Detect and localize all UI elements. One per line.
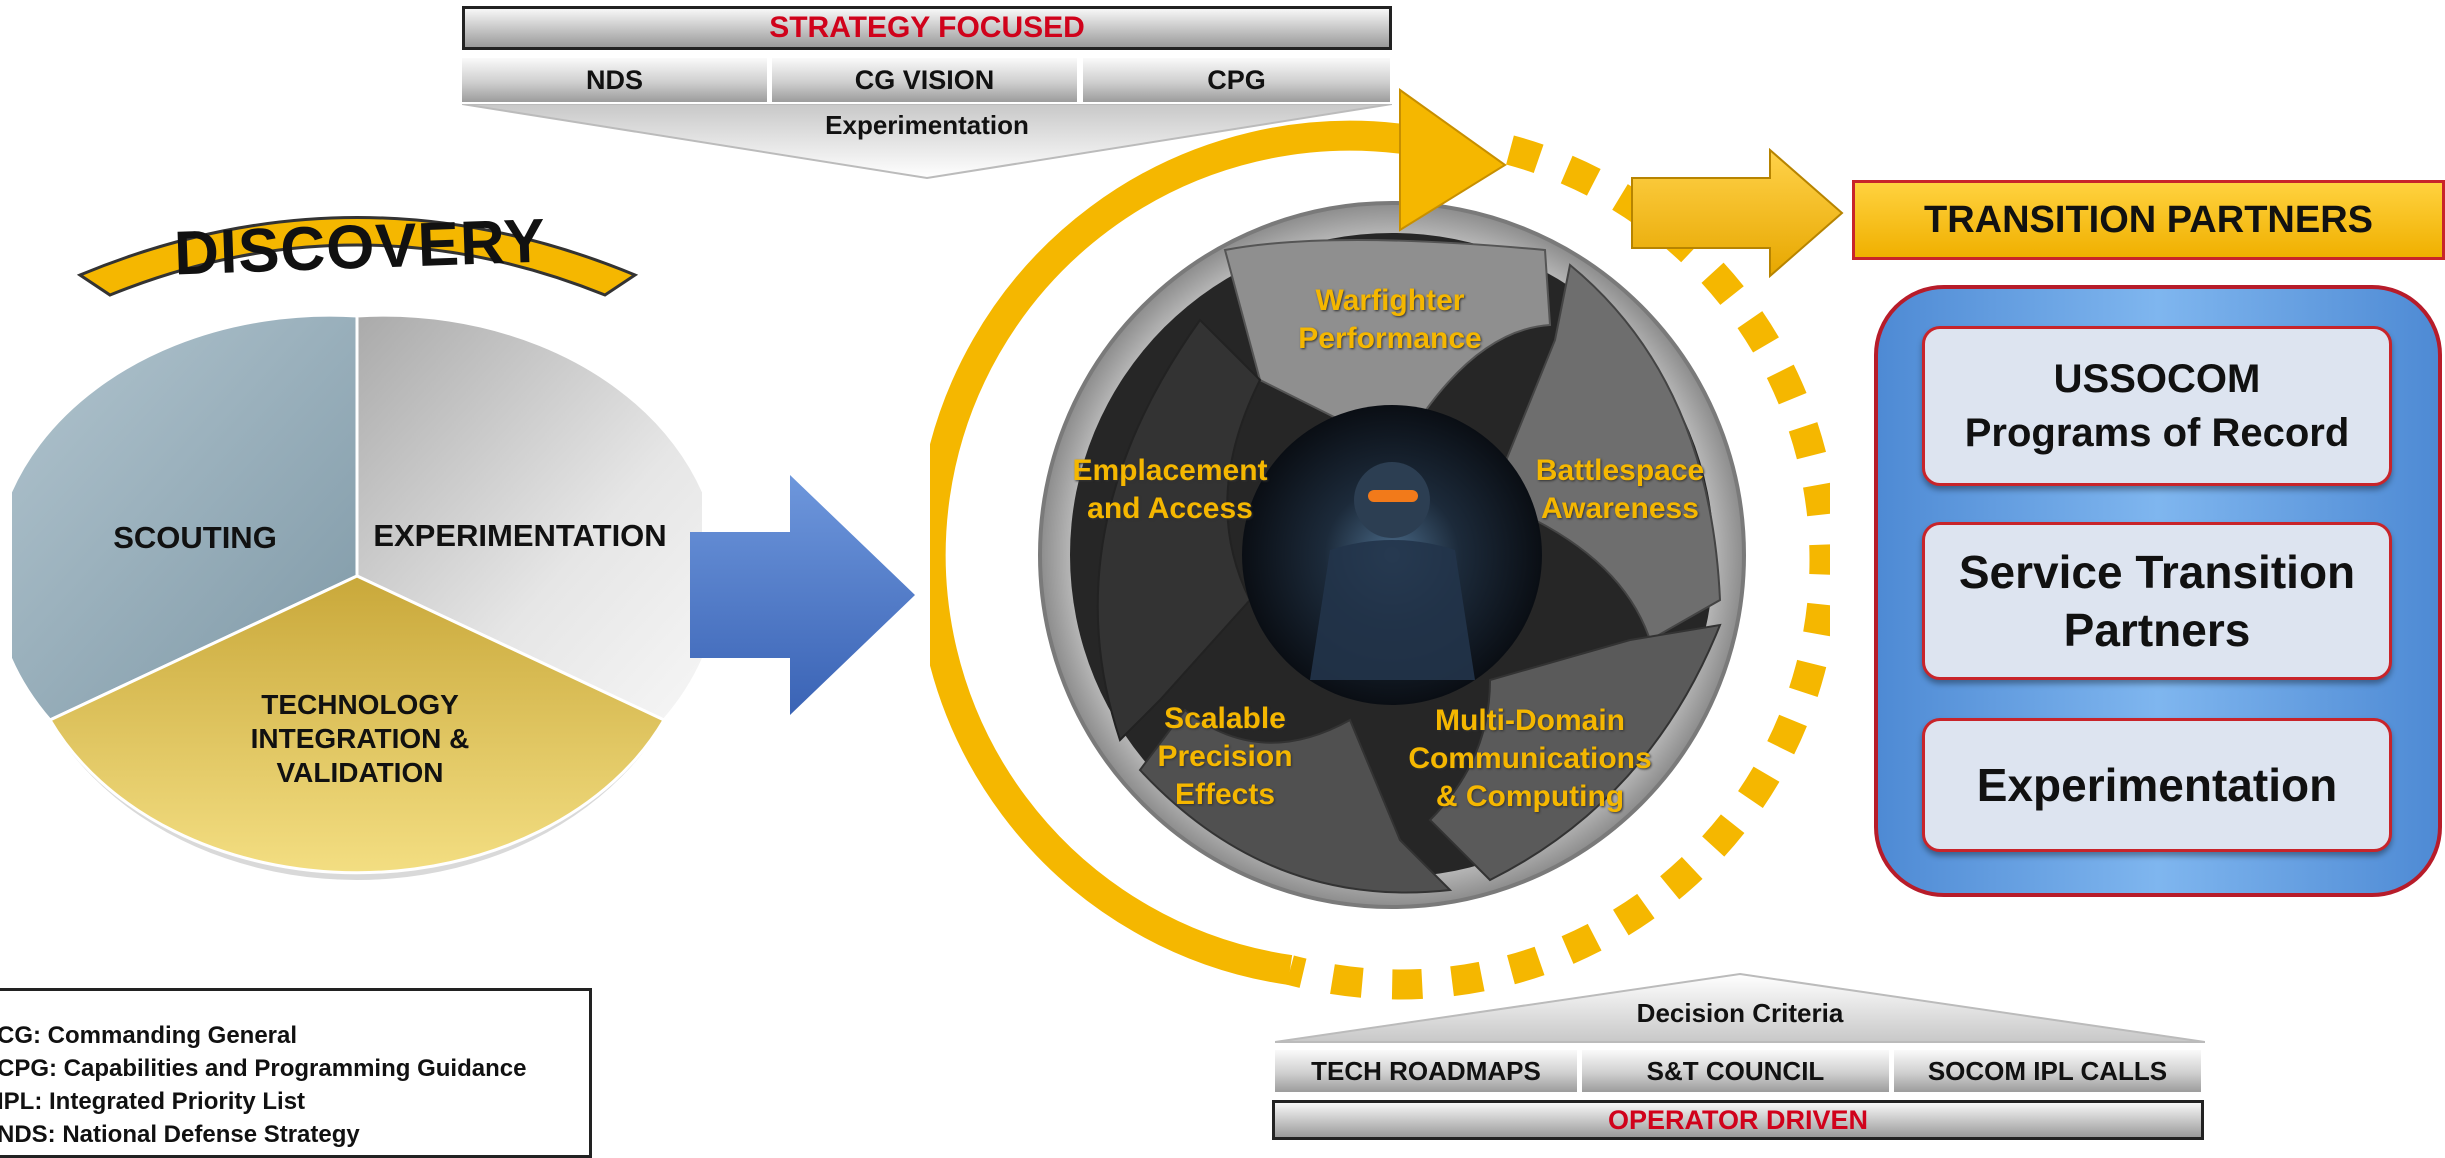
operator-driven-banner: OPERATOR DRIVEN (1272, 1100, 2204, 1140)
wheel-label-line: & Computing (1435, 780, 1625, 813)
partner-box-line: Experimentation (1976, 759, 2338, 811)
wheel-blade-multidomain (1428, 623, 1722, 882)
wheel-label-line: Performance (1298, 322, 1482, 355)
strategy-item-cg-vision: CG VISION (772, 58, 1077, 102)
discovery-banner (76, 216, 639, 297)
decision-item-label: TECH ROADMAPS (1311, 1055, 1541, 1086)
blue-arrow-icon (690, 475, 915, 715)
wheel-label-line: Scalable (1164, 702, 1286, 735)
discovery-pie (12, 313, 702, 880)
legend-item: CG: Commanding General (0, 1022, 298, 1049)
wheel-label-line: Precision (1157, 740, 1293, 773)
partner-box-ussocom: USSOCOM Programs of Record (1922, 326, 2392, 486)
strategy-item-nds: NDS (462, 58, 767, 102)
strategy-item-label: NDS (585, 64, 643, 95)
partner-box-service: Service Transition Partners (1922, 522, 2392, 680)
transition-partners-banner: TRANSITION PARTNERS (1852, 180, 2445, 260)
experimentation-funnel (462, 104, 1392, 180)
transition-partners-title: TRANSITION PARTNERS (1924, 198, 2373, 241)
legend-item: IPL: Integrated Priority List (0, 1088, 306, 1115)
pie-segment-tiv (47, 574, 667, 875)
tiv-line: INTEGRATION & (250, 723, 470, 754)
funnel-label: Experimentation (825, 110, 1029, 140)
capability-wheel (930, 88, 1830, 1000)
decision-item-tech-roadmaps: TECH ROADMAPS (1275, 1050, 1577, 1092)
wheel-label-line: Awareness (1541, 492, 1699, 525)
tiv-line: VALIDATION (276, 757, 444, 788)
wheel-blade-scalable (1138, 708, 1453, 894)
strategy-focused-banner: STRATEGY FOCUSED (462, 6, 1392, 50)
wheel-label-warfighter: Warfighter Performance (1230, 282, 1550, 358)
acronym-legend: CG: Commanding General CPG: Capabilities… (0, 988, 592, 1158)
wheel-label-battlespace: Battlespace Awareness (1500, 452, 1740, 528)
decision-item-label: SOCOM IPL CALLS (1927, 1055, 2168, 1086)
wheel-label-line: Multi-Domain (1435, 704, 1625, 737)
legend-item: CPG: Capabilities and Programming Guidan… (0, 1055, 527, 1082)
decision-item-label: S&T COUNCIL (1646, 1055, 1825, 1086)
decision-item-st-council: S&T COUNCIL (1582, 1050, 1889, 1092)
partner-box-line: Service Transition (1958, 546, 2356, 598)
gold-arrow-icon (1631, 148, 1844, 278)
wheel-label-line: Emplacement (1072, 454, 1268, 487)
wheel-label-scalable: Scalable Precision Effects (1110, 700, 1340, 814)
wheel-blade-battlespace (1488, 263, 1722, 642)
segment-label-tiv: TECHNOLOGY INTEGRATION & VALIDATION (200, 688, 520, 790)
decision-criteria-label: Decision Criteria (1636, 998, 1844, 1028)
decision-funnel (1275, 972, 2205, 1043)
tiv-line: TECHNOLOGY (261, 689, 459, 720)
strategy-focused-title: STRATEGY FOCUSED (769, 11, 1085, 44)
partner-box-experimentation: Experimentation (1922, 718, 2392, 852)
segment-label-scouting: SCOUTING (113, 520, 277, 555)
pie-segment-experimentation (355, 313, 702, 722)
wheel-blade-emplacement (1096, 318, 1262, 742)
wheel-label-line: and Access (1087, 492, 1253, 525)
strategy-item-label: CPG (1207, 64, 1266, 95)
gold-cycle-arrow-icon (930, 120, 1413, 985)
pie-segment-scouting (12, 313, 359, 722)
wheel-blade-warfighter (1223, 239, 1552, 452)
decision-item-socom-ipl: SOCOM IPL CALLS (1894, 1050, 2201, 1092)
dashed-arc (1286, 135, 1830, 1000)
wheel-label-line: Effects (1174, 778, 1276, 811)
wheel-label-multidomain: Multi-Domain Communications & Computing (1380, 702, 1680, 816)
wheel-label-line: Battlespace (1535, 454, 1705, 487)
partner-box-line: Programs of Record (1964, 411, 2350, 455)
strategy-item-cpg: CPG (1083, 58, 1390, 102)
wheel-label-line: Warfighter (1315, 284, 1465, 317)
legend-item: NDS: National Defense Strategy (0, 1121, 360, 1148)
wheel-label-emplacement: Emplacement and Access (1045, 452, 1295, 528)
discovery-title: DISCOVERY (172, 206, 548, 289)
partner-box-line: Partners (2063, 604, 2251, 656)
wheel-label-line: Communications (1408, 742, 1652, 775)
strategy-item-label: CG VISION (854, 64, 995, 95)
partner-box-line: USSOCOM (2053, 357, 2261, 401)
segment-label-experimentation: EXPERIMENTATION (373, 518, 667, 553)
operator-driven-title: OPERATOR DRIVEN (1607, 1104, 1869, 1135)
